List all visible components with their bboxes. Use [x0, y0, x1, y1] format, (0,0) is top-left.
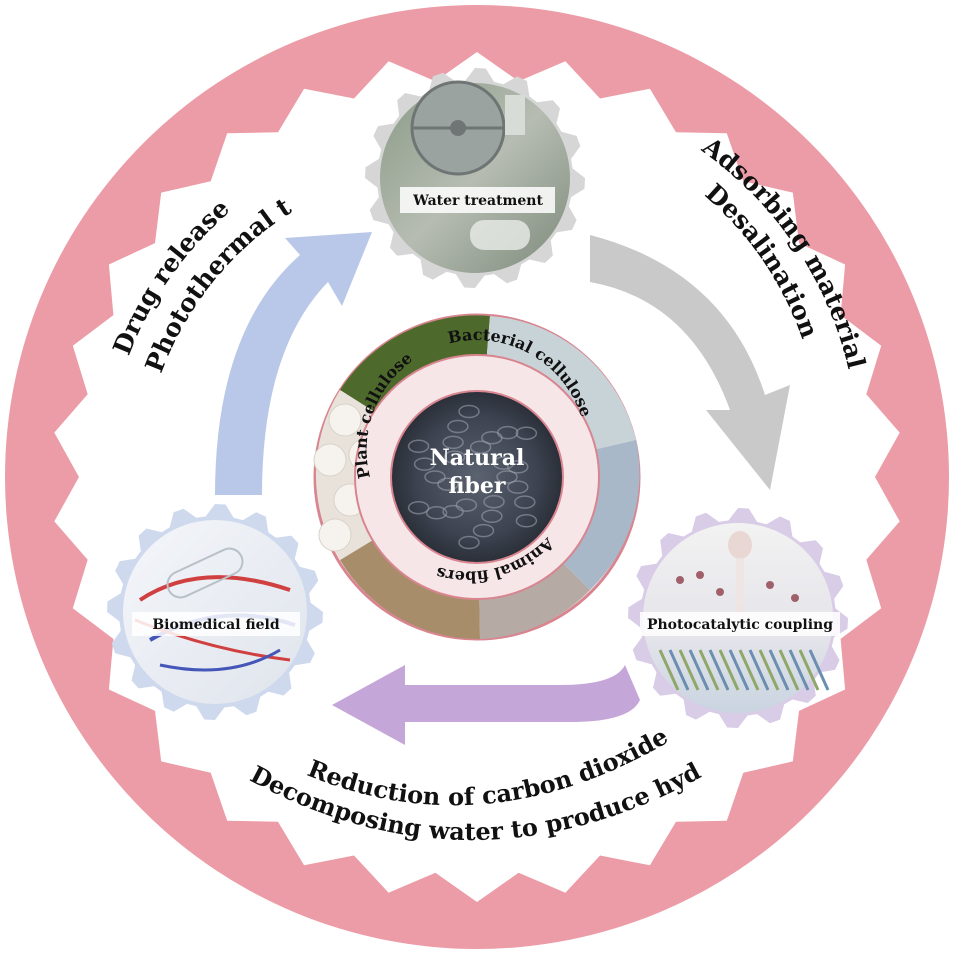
- lattice-bar: [748, 649, 770, 691]
- molecule-dot: [791, 594, 799, 602]
- lattice-bar: [798, 649, 820, 691]
- fiber-strand: [507, 460, 529, 474]
- fiber-strand: [496, 425, 519, 440]
- lattice-bar: [718, 649, 740, 691]
- lattice-bar: [688, 649, 710, 691]
- fiber-strand: [458, 535, 480, 550]
- fiber-strand: [407, 500, 430, 515]
- fiber-strand: [483, 494, 505, 509]
- lattice-bar: [738, 649, 760, 691]
- molecule-dot: [676, 576, 684, 584]
- lattice-bar: [768, 649, 790, 691]
- cotton-ball: [313, 443, 347, 477]
- fiber-mesh-image: [390, 390, 564, 564]
- molecule-dot: [766, 581, 774, 589]
- lattice-bar: [658, 649, 680, 691]
- node-water-treatment: Water treatment: [365, 68, 585, 288]
- center-natural-fiber: Natural fiber Plant cellulose Bacterial …: [313, 313, 641, 641]
- lattice-bar: [788, 649, 810, 691]
- fiber-strand: [424, 470, 446, 484]
- fiber-strand: [496, 470, 518, 484]
- fiber-strand: [447, 419, 469, 434]
- fiber-strand: [443, 450, 466, 464]
- lattice-bar: [778, 649, 800, 691]
- arrow-biomedical-to-water: [215, 232, 372, 495]
- fiber-strand: [472, 523, 495, 538]
- fiber-strand: [492, 456, 515, 470]
- fiber-strand: [437, 477, 459, 491]
- fiber-strand: [458, 404, 480, 419]
- crystal-lattice: [658, 649, 830, 691]
- node-biomedical-field: Biomedical field: [107, 504, 323, 720]
- fiber-strand: [514, 495, 536, 509]
- fiber-strand: [507, 480, 529, 494]
- molecule-dot: [716, 588, 724, 596]
- center-title-line1: Natural: [430, 445, 525, 471]
- lattice-bar: [728, 649, 750, 691]
- node-label-biomedical-field: Biomedical field: [152, 617, 280, 633]
- fiber-strand: [481, 509, 503, 524]
- center-title-line2: fiber: [449, 473, 506, 499]
- capsule: [166, 547, 244, 599]
- cotton-ball: [328, 403, 362, 437]
- fiber-strand: [455, 498, 478, 512]
- cotton-ball: [318, 518, 352, 552]
- fiber-strand: [469, 440, 492, 454]
- lattice-bar: [668, 649, 690, 691]
- fiber-strand: [413, 457, 436, 471]
- arrow-water-to-photocatalytic: [590, 235, 790, 490]
- fiber-strand: [407, 439, 430, 454]
- lattice-bar: [698, 649, 720, 691]
- lattice-bar: [758, 649, 780, 691]
- node-photocatalytic-coupling: Photocatalytic coupling: [628, 508, 848, 728]
- fiber-strand: [442, 435, 464, 450]
- fiber-strand: [515, 514, 538, 528]
- fiber-strand: [442, 504, 464, 519]
- node-label-water-treatment: Water treatment: [412, 193, 543, 209]
- arrow-photocatalytic-to-biomedical: [332, 665, 640, 745]
- molecule-dot: [696, 571, 704, 579]
- fiber-mesh-pattern: [407, 404, 538, 550]
- molecule-dots: [676, 571, 799, 602]
- lattice-bar: [808, 649, 830, 691]
- node-label-photocatalytic-coupling: Photocatalytic coupling: [647, 617, 833, 633]
- fiber-strand: [515, 426, 538, 440]
- fiber-strand: [425, 506, 448, 520]
- lattice-bar: [678, 649, 700, 691]
- lattice-bar: [708, 649, 730, 691]
